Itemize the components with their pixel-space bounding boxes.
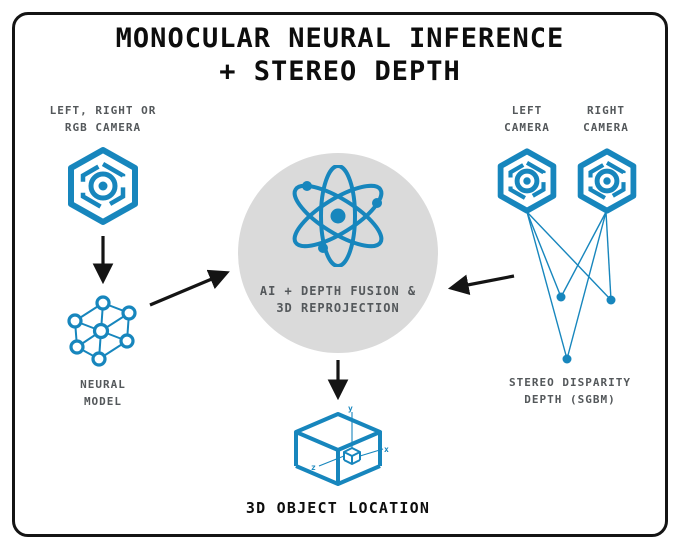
- camera-shutter-segments: [80, 161, 126, 211]
- stereo-left-camera-label-line2: CAMERA: [504, 121, 550, 134]
- stereo-left-camera-label: LEFT CAMERA: [487, 102, 567, 136]
- stereo-right-camera-label-line1: RIGHT: [586, 104, 626, 117]
- cube-axes: [318, 412, 384, 467]
- mono-camera-icon: [68, 147, 138, 225]
- stereo-depth-label-line1: STEREO DISPARITY: [509, 376, 631, 389]
- fusion-label-line2: 3D REPROJECTION: [276, 301, 400, 315]
- outer-border: [12, 12, 668, 537]
- inner-cube: [343, 447, 361, 465]
- camera-iris: [88, 171, 118, 201]
- atom-nucleus: [330, 208, 346, 224]
- axis-x-label: x: [384, 445, 389, 454]
- neural-model-label-line1: NEURAL: [80, 378, 126, 391]
- page-title-line2: + STEREO DEPTH: [219, 56, 461, 87]
- stereo-left-camera-label-line1: LEFT: [511, 104, 543, 117]
- axis-y-label: y: [348, 404, 353, 413]
- atom-electrons: [302, 181, 382, 253]
- page-title-line1: MONOCULAR NEURAL INFERENCE: [115, 23, 565, 54]
- mono-camera-label-line2: RGB CAMERA: [64, 121, 142, 134]
- stereo-left-camera-icon: [497, 148, 557, 214]
- fusion-label-line1: AI + DEPTH FUSION &: [259, 284, 417, 298]
- fusion-circle: [238, 153, 438, 353]
- page-title: MONOCULAR NEURAL INFERENCE + STEREO DEPT…: [0, 22, 680, 88]
- neural-network-icon: [67, 295, 137, 367]
- stereo-right-camera-icon: [577, 148, 637, 214]
- neural-model-label-line2: MODEL: [83, 395, 123, 408]
- axis-z-label: z: [311, 463, 316, 472]
- cube-3d-icon: y x z: [294, 404, 389, 486]
- neural-model-label: NEURAL MODEL: [33, 376, 173, 410]
- stereo-depth-label: STEREO DISPARITY DEPTH (SGBM): [485, 374, 655, 408]
- stereo-right-camera-label: RIGHT CAMERA: [566, 102, 646, 136]
- stereo-right-camera-label-line2: CAMERA: [583, 121, 629, 134]
- mono-camera-label: LEFT, RIGHT OR RGB CAMERA: [23, 102, 183, 136]
- camera-pupil: [98, 181, 108, 191]
- atom-icon: [292, 165, 384, 267]
- stereo-depth-label-line2: DEPTH (SGBM): [524, 393, 616, 406]
- mono-camera-label-line1: LEFT, RIGHT OR: [49, 104, 157, 117]
- output-label: 3D OBJECT LOCATION: [245, 499, 431, 517]
- fusion-label: AI + DEPTH FUSION & 3D REPROJECTION: [238, 283, 438, 317]
